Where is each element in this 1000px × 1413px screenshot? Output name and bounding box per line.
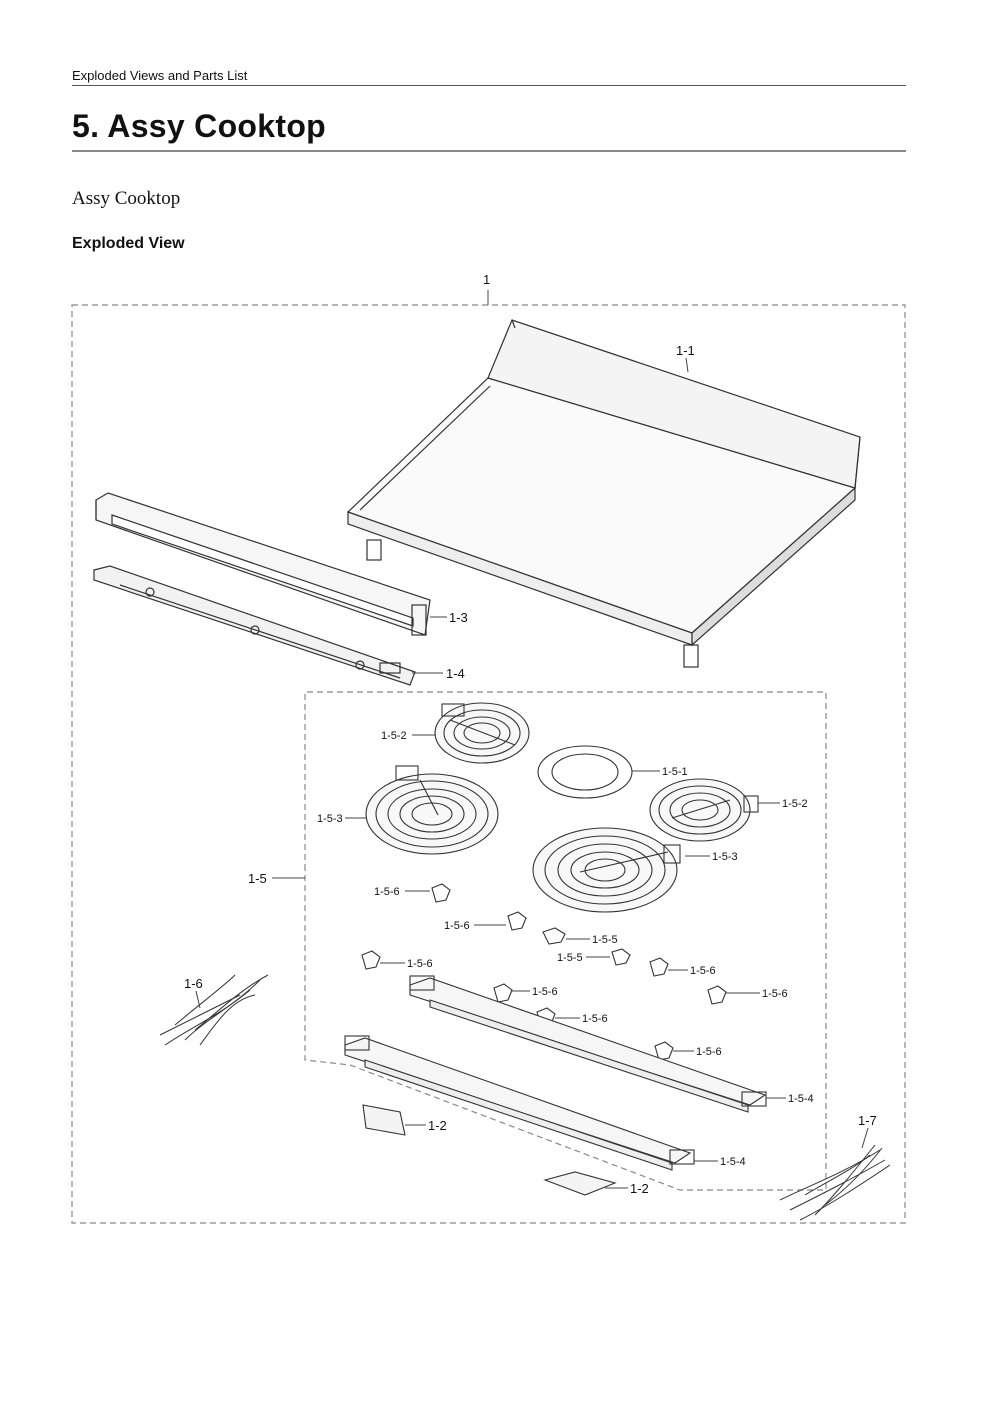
callout-1-5-6-e: 1-5-6: [762, 988, 788, 1000]
callout-1-5-4-upper: 1-5-4: [788, 1093, 814, 1105]
callout-1-5-1: 1-5-1: [662, 766, 688, 778]
page-title: 5. Assy Cooktop: [72, 108, 327, 144]
callout-1-5-3-right: 1-5-3: [712, 851, 738, 863]
callout-1-3: 1-3: [449, 610, 468, 625]
callout-1-5-5-a: 1-5-5: [592, 934, 618, 946]
element-large-left: [365, 765, 499, 855]
element-small-top: [434, 702, 530, 764]
assembly-frame: [71, 304, 906, 1224]
element-small-right: [649, 778, 759, 842]
callout-1-2-right: 1-2: [630, 1181, 649, 1196]
callout-1-5-6-c: 1-5-6: [407, 958, 433, 970]
callout-1-5-3-left: 1-5-3: [317, 813, 343, 825]
plate-parts: [362, 1104, 617, 1196]
callout-1-4: 1-4: [446, 666, 465, 681]
callout-1-6: 1-6: [184, 976, 203, 991]
title-divider: [72, 150, 906, 152]
clip-parts: [361, 883, 727, 1061]
callout-1: 1: [483, 272, 490, 287]
header-divider: [72, 85, 906, 86]
ring-part: [537, 745, 633, 799]
cooktop-glass-part: [346, 319, 861, 668]
harness-left-part: [159, 974, 269, 1046]
front-panel-part: [95, 492, 431, 636]
callout-1-5-6-a: 1-5-6: [374, 886, 400, 898]
callout-1-5-6-h: 1-5-6: [696, 1046, 722, 1058]
harness-right-part: [779, 1144, 891, 1221]
element-group-frame: [304, 691, 827, 1191]
callout-1-5-2-top: 1-5-2: [381, 730, 407, 742]
callout-1-5-4-lower: 1-5-4: [720, 1156, 746, 1168]
callout-1-1: 1-1: [676, 343, 695, 358]
callout-1-5-5-b: 1-5-5: [557, 952, 583, 964]
callout-1-5-6-f: 1-5-6: [532, 986, 558, 998]
element-large-right: [532, 827, 681, 913]
callout-1-2-left: 1-2: [428, 1118, 447, 1133]
callout-1-5-6-g: 1-5-6: [582, 1013, 608, 1025]
callout-1-7: 1-7: [858, 1113, 877, 1128]
exploded-view-heading: Exploded View: [72, 235, 185, 252]
callout-1-5: 1-5: [248, 871, 267, 886]
page-subtitle: Assy Cooktop: [72, 188, 181, 209]
rail-upper-part: [409, 975, 767, 1113]
callout-1-5-2-right: 1-5-2: [782, 798, 808, 810]
callout-1-5-6-b: 1-5-6: [444, 920, 470, 932]
bracket-part: [93, 565, 416, 686]
callout-1-5-6-d: 1-5-6: [690, 965, 716, 977]
rail-lower-part: [344, 1035, 695, 1171]
header-section-title: Exploded Views and Parts List: [72, 68, 248, 83]
